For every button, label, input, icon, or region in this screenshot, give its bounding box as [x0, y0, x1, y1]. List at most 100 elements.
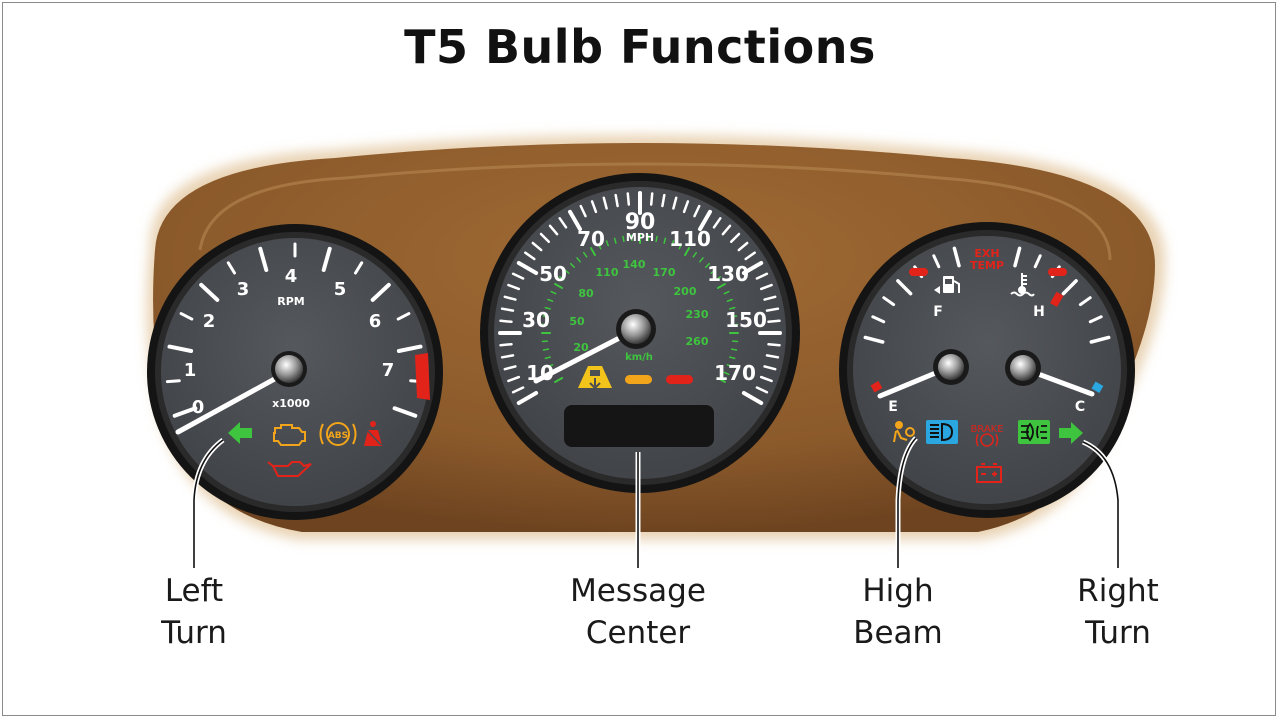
leader-high-beam	[897, 437, 917, 568]
red-indicator	[666, 375, 693, 384]
tach-ticks-mark	[165, 379, 181, 384]
speed-ticks-mark	[763, 365, 777, 371]
kmh-ticks-mark	[729, 356, 736, 360]
speed-ticks-mark	[524, 251, 536, 261]
speed-ticks-mark	[499, 319, 513, 324]
speed-ticks-mark	[755, 386, 769, 394]
mph-number-110: 110	[669, 227, 711, 251]
fuel-ticks-mark	[952, 246, 961, 268]
speed-ticks-mark	[729, 232, 741, 244]
high-beam-icon	[926, 420, 958, 444]
kmh-ticks-mark	[678, 243, 683, 250]
diagram-title: T5 Bulb Functions	[404, 20, 876, 74]
temp-ticks-mark	[1061, 279, 1078, 296]
speed-ticks-mark	[712, 217, 722, 229]
speed-ticks-mark	[698, 209, 712, 232]
kmh-ticks-mark	[710, 269, 716, 274]
speed-hub	[621, 314, 651, 344]
speed-ticks-mark	[516, 391, 539, 405]
abs-icon: ABS	[319, 422, 357, 446]
speed-ticks-mark	[503, 365, 517, 371]
tach-ticks-mark	[167, 344, 194, 353]
tach-number-1: 1	[184, 360, 197, 381]
mph-number-70: 70	[577, 227, 605, 251]
message-center-display	[564, 405, 714, 447]
callout-high-beam: High Beam	[853, 573, 943, 651]
kmh-ticks-mark	[605, 240, 609, 247]
speed-ticks-mark	[503, 295, 517, 301]
speed-ticks-mark	[682, 200, 690, 214]
kmh-number-110: 110	[596, 266, 619, 279]
tach-redline	[415, 353, 430, 400]
right-turn-arrow-icon	[1059, 422, 1083, 444]
temp-ticks-mark	[1033, 254, 1042, 269]
kmh-ticks-mark	[564, 269, 570, 274]
speed-ticks-mark	[763, 295, 777, 301]
tach-ticks-mark	[172, 406, 198, 418]
kmh-unit: km/h	[625, 352, 653, 363]
kmh-number-80: 80	[578, 287, 594, 300]
temp-hub	[1010, 355, 1036, 381]
temp-ticks-mark	[1013, 246, 1022, 268]
tachometer: 0 1 2 3 4 5 6 7 RPM x1000 ABS	[147, 224, 443, 520]
fuel-warning-lamp	[909, 268, 928, 276]
tach-needle	[175, 367, 294, 435]
speed-ticks-mark	[765, 307, 780, 312]
temp-ticks-mark	[1089, 335, 1111, 344]
kmh-number-260: 260	[686, 335, 709, 348]
speed-ticks-mark	[507, 375, 521, 383]
kmh-ticks-mark	[716, 377, 726, 383]
temp-ticks-mark	[1078, 296, 1092, 307]
kmh-ticks-mark	[726, 298, 733, 302]
speed-ticks-mark	[741, 391, 764, 405]
speed-ticks-mark	[539, 232, 551, 244]
tach-number-5: 5	[334, 279, 347, 300]
fog-light-icon	[1018, 420, 1050, 444]
fuel-full-label: F	[933, 304, 943, 320]
temp-warning-lamp	[1048, 268, 1067, 276]
kmh-ticks-mark	[716, 283, 726, 289]
tach-multiplier: x1000	[272, 397, 310, 410]
speed-ticks-mark	[500, 307, 515, 312]
callout-message-center: Message Center	[570, 573, 706, 651]
speed-ticks-mark	[568, 209, 582, 232]
speed-ticks-mark	[507, 283, 521, 291]
temp-hot-mark	[1050, 291, 1064, 308]
kmh-ticks-mark	[569, 262, 575, 268]
speed-ticks-mark	[759, 283, 773, 291]
kmh-ticks-mark	[554, 283, 564, 289]
tach-ticks-mark	[392, 406, 418, 418]
seatbelt-icon	[364, 421, 382, 446]
battery-icon	[976, 463, 1002, 483]
kmh-ticks-mark	[729, 306, 736, 310]
kmh-number-170: 170	[653, 266, 676, 279]
fuel-ticks-mark	[882, 296, 896, 307]
speed-ticks-mark	[511, 272, 525, 280]
temp-ticks-mark	[1088, 315, 1103, 324]
kmh-ticks-mark	[542, 348, 550, 351]
tach-ticks-mark	[370, 282, 391, 302]
speed-ticks-mark	[602, 196, 608, 210]
svg-text:BRAKE: BRAKE	[970, 424, 1003, 435]
fuel-empty-mark	[870, 381, 883, 393]
temp-hot-label: H	[1033, 304, 1045, 320]
tach-number-4: 4	[285, 266, 298, 287]
fuel-ticks-mark	[863, 335, 885, 344]
callout-left-turn: Left Turn	[161, 573, 227, 651]
kmh-number-200: 200	[674, 285, 697, 298]
kmh-ticks-mark	[730, 315, 738, 318]
fuel-ticks-mark	[932, 254, 941, 269]
mph-number-50: 50	[539, 262, 567, 286]
tach-number-7: 7	[382, 360, 395, 381]
speed-ticks-mark	[661, 193, 666, 208]
coolant-temp-icon	[1010, 273, 1035, 297]
speed-ticks-mark	[511, 386, 525, 394]
kmh-ticks-mark	[622, 235, 625, 243]
speed-ticks-mark	[531, 241, 543, 252]
speed-ticks-mark	[516, 261, 539, 275]
leader-left-turn	[193, 439, 224, 568]
temp-cold-mark	[1091, 381, 1104, 393]
mph-number-150: 150	[725, 308, 767, 332]
tach-number-2: 2	[203, 311, 216, 332]
kmh-ticks-mark	[726, 364, 733, 368]
